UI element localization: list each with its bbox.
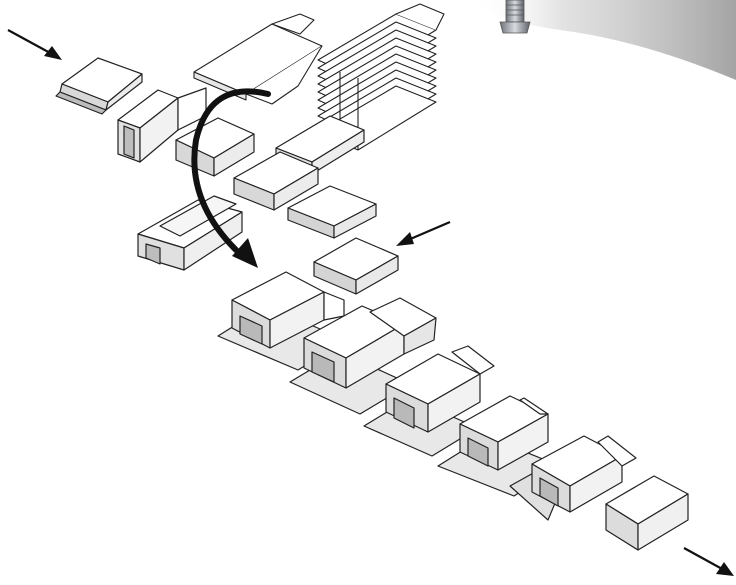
finished-carton-outfeed-arrow (684, 548, 734, 576)
product-block (314, 238, 398, 294)
product-infeed-arrow (396, 222, 450, 246)
flat-blank-infeed-arrow (8, 30, 62, 60)
flat-carton-blank (56, 58, 142, 114)
carton-opened (176, 118, 254, 176)
finished-sealed-carton (606, 476, 688, 550)
carton-inverted-on-conveyor (138, 196, 242, 270)
